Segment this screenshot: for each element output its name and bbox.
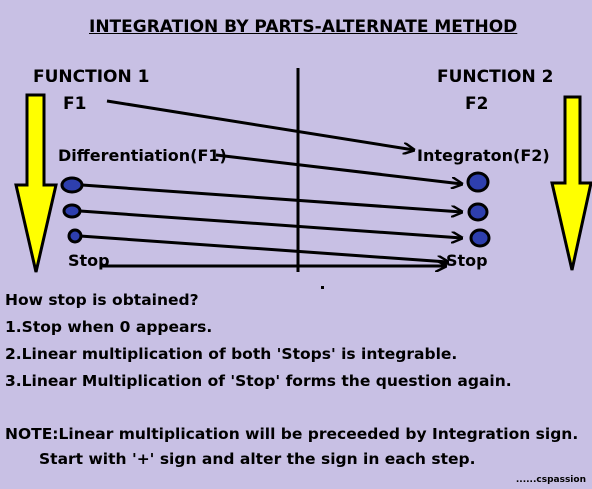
stop-question: How stop is obtained? [5,291,199,309]
left-stop-label: Stop [68,251,110,270]
differentiation-label: Differentiation(F1) [58,146,227,165]
integration-label: Integraton(F2) [417,146,550,165]
left-down-arrow-icon [14,93,58,273]
function-1-symbol: F1 [63,94,87,114]
right-dot-3 [469,228,491,248]
arrow-f1-to-integration [106,99,414,150]
stray-dot [321,286,324,289]
credit-text: ......cspassion [515,475,586,485]
note-item-2: 2.Linear multiplication of both 'Stops' … [5,345,458,363]
right-dot-2 [467,202,489,222]
note-item-3: 3.Linear Multiplication of 'Stop' forms … [5,372,512,390]
left-dot-2 [62,203,82,219]
right-stop-label: Stop [446,251,488,270]
note-line-2: Start with '+' sign and alter the sign i… [39,450,476,468]
function-2-heading: FUNCTION 2 [437,67,554,87]
note-item-1: 1.Stop when 0 appears. [5,318,213,336]
function-1-heading: FUNCTION 1 [33,67,150,87]
diagram-title: INTEGRATION BY PARTS-ALTERNATE METHOD [89,17,518,37]
arrow-dot1-to-dot2 [81,183,462,212]
note-line-1: NOTE:Linear multiplication will be prece… [5,425,579,443]
left-dot-3 [67,228,83,244]
function-2-symbol: F2 [465,94,489,114]
arrow-dot2-to-dot3 [79,209,462,238]
arrow-dot3-to-stop [79,234,448,262]
right-down-arrow-icon [550,95,592,271]
left-dot-1 [60,176,84,194]
right-dot-1 [466,171,490,193]
arrow-differentiation-to-dot1 [215,153,462,184]
